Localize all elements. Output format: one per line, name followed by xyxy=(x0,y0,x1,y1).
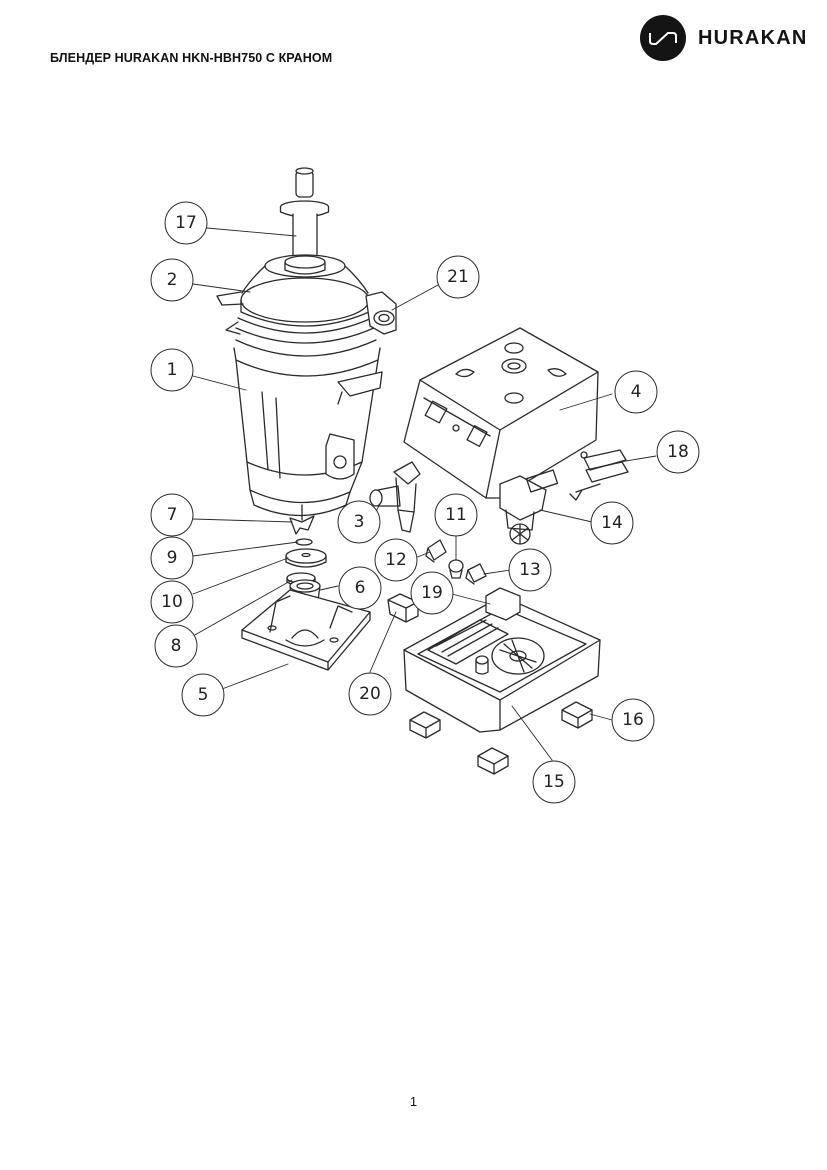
callout-15: 15 xyxy=(543,772,565,792)
blender-jar-group xyxy=(216,167,397,517)
callout-2: 2 xyxy=(167,270,178,290)
callout-16: 16 xyxy=(622,710,644,730)
callout-17: 17 xyxy=(175,213,197,233)
callout-9: 9 xyxy=(167,548,178,568)
small-parts-group xyxy=(387,539,487,623)
callout-21: 21 xyxy=(447,267,469,287)
callout-19: 19 xyxy=(421,583,443,603)
heater-element-group xyxy=(569,449,629,501)
jar-pad-group xyxy=(241,589,371,671)
callout-11: 11 xyxy=(445,505,467,525)
page-number: 1 xyxy=(409,1094,418,1109)
callout-6: 6 xyxy=(355,578,366,598)
brand-name: HURAKAN xyxy=(698,26,808,49)
callout-10: 10 xyxy=(161,592,183,612)
tap-group xyxy=(369,461,421,533)
callout-8: 8 xyxy=(171,636,182,656)
callout-18: 18 xyxy=(667,442,689,462)
brand-logo: HURAKAN xyxy=(640,15,808,61)
motor-housing-group xyxy=(403,327,599,499)
blade-assembly-group xyxy=(285,504,327,605)
callout-1: 1 xyxy=(167,360,178,380)
callout-3: 3 xyxy=(354,512,365,532)
callout-4: 4 xyxy=(631,382,642,402)
base-tray-group xyxy=(403,587,601,775)
callout-14: 14 xyxy=(601,513,623,533)
callout-12: 12 xyxy=(385,550,407,570)
callout-7: 7 xyxy=(167,505,178,525)
motor-unit-group xyxy=(499,469,559,545)
callout-20: 20 xyxy=(359,684,381,704)
document-title: БЛЕНДЕР HURAKAN HKN-HBH750 С КРАНОМ xyxy=(50,51,333,65)
callout-circles xyxy=(150,201,700,804)
callout-5: 5 xyxy=(198,685,209,705)
leader-lines xyxy=(192,227,657,761)
callout-13: 13 xyxy=(519,560,541,580)
hurakan-logo-icon xyxy=(640,15,686,61)
